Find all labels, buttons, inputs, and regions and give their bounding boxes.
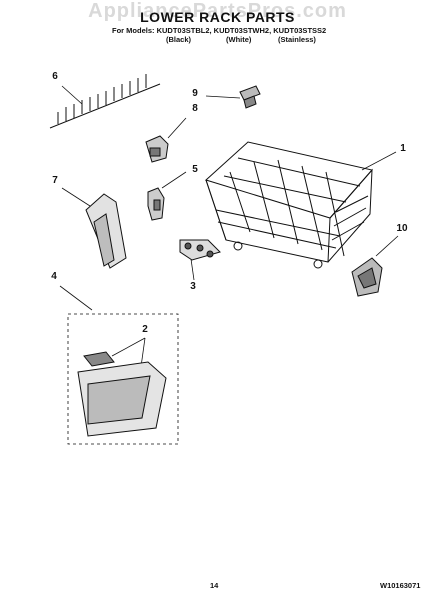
- callout-6: 6: [52, 71, 58, 82]
- roller-bracket-part-3: [179, 239, 221, 261]
- page-title: LOWER RACK PARTS: [140, 9, 295, 25]
- tine-strip-part: [49, 74, 161, 129]
- callout-5: 5: [192, 164, 198, 175]
- callout-8: 8: [192, 103, 198, 114]
- callout-3: 3: [190, 281, 196, 292]
- variant-white: (White): [226, 35, 252, 44]
- clip-part-8: [145, 135, 169, 163]
- page-number: 14: [210, 581, 219, 590]
- variant-stainless: (Stainless): [278, 35, 316, 44]
- leader-9: [205, 95, 241, 99]
- basket-cover-part-7: [85, 193, 127, 269]
- basket-assembly-box-4: [67, 313, 179, 445]
- clip-part-9: [239, 85, 261, 109]
- leader-2a: [111, 337, 146, 357]
- watermark: AppliancePartsPros.com: [88, 0, 347, 22]
- leader-6: [61, 85, 83, 105]
- leader-8: [167, 117, 187, 139]
- variant-black: (Black): [166, 35, 192, 44]
- callout-10: 10: [396, 223, 408, 234]
- callout-7: 7: [52, 175, 58, 186]
- silverware-basket-part-4: [77, 361, 167, 437]
- doc-number: W10163071: [380, 581, 421, 590]
- callout-4: 4: [51, 271, 57, 282]
- clip-part-5: [147, 187, 165, 221]
- leader-4: [59, 285, 93, 311]
- leader-10: [375, 235, 399, 257]
- leader-7: [61, 187, 91, 207]
- bracket-part-10: [351, 257, 383, 297]
- leader-1: [361, 151, 397, 171]
- models-line: For Models: KUDT03STBL2, KUDT03STWH2, KU…: [112, 26, 327, 35]
- callout-2: 2: [142, 324, 148, 335]
- lower-rack-part-1: [205, 141, 373, 269]
- callout-1: 1: [400, 143, 406, 154]
- callout-9: 9: [192, 88, 198, 99]
- leader-5: [161, 171, 187, 189]
